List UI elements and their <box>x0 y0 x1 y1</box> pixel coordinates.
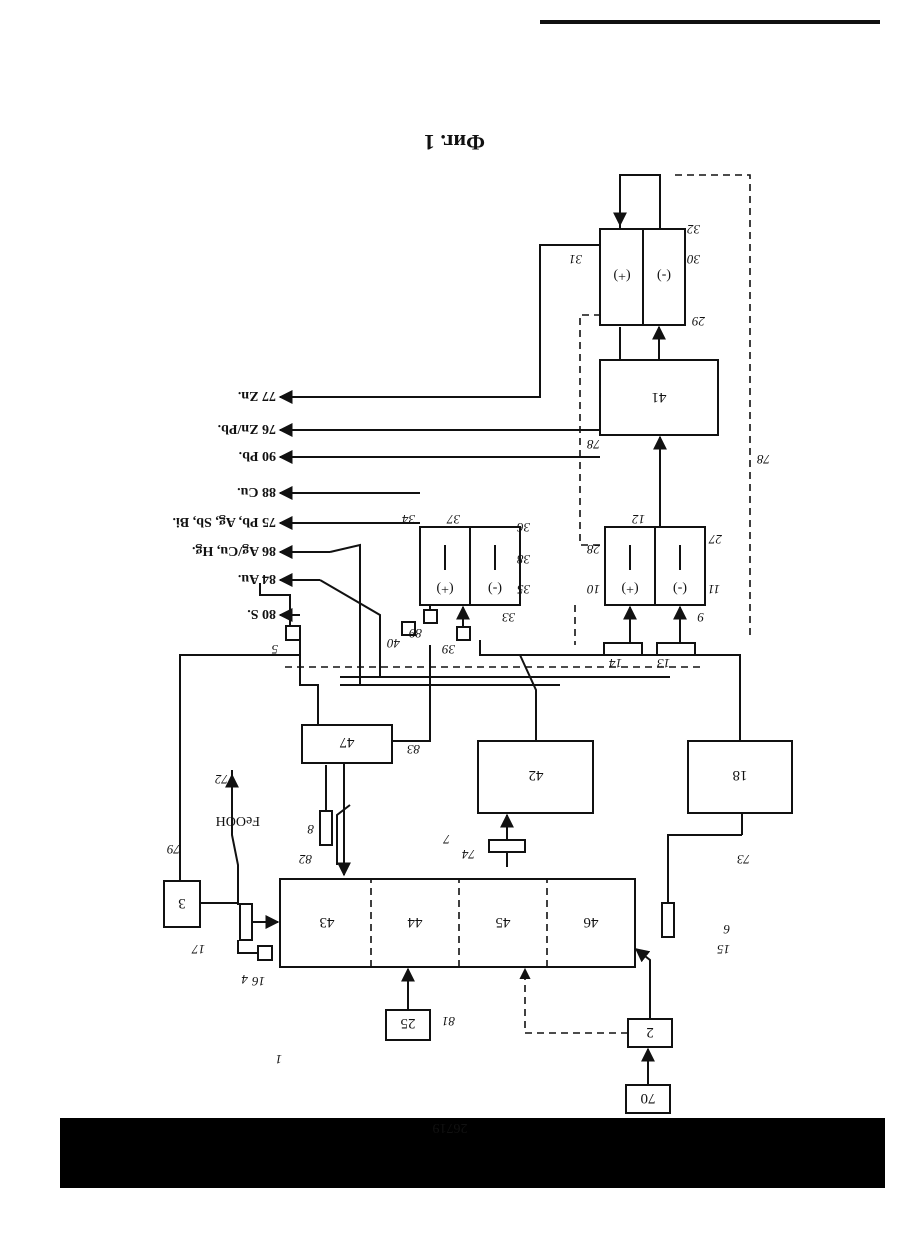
ref-30: 30 <box>687 252 702 267</box>
ref-89: 89 <box>409 626 423 641</box>
ref-31: 31 <box>569 252 583 267</box>
top-anode-sign: (+) <box>613 268 631 283</box>
ref-36: 36 <box>517 520 532 535</box>
block-18-label: 18 <box>733 767 748 783</box>
reactor-section-46: 46 <box>583 914 599 930</box>
block-6 <box>662 903 674 937</box>
ref-5: 5 <box>271 642 278 657</box>
ref-17: 17 <box>192 942 206 957</box>
ref-11: 11 <box>708 582 720 597</box>
output-86: 86 Ag/Cu, Hg. <box>192 543 276 558</box>
left-cathode-sign: (-) <box>673 581 687 596</box>
ref-38: 38 <box>517 552 532 567</box>
ref-78-a: 78 <box>757 452 771 467</box>
reactor-block: 46 45 44 43 <box>280 879 635 967</box>
output-88: 88 Cu. <box>237 484 276 499</box>
ref-8: 8 <box>307 822 314 837</box>
mid-cathode-sign: (-) <box>488 581 502 596</box>
ref-13: 13 <box>657 656 671 671</box>
ref-83: 83 <box>407 742 421 757</box>
output-80: 80 S. <box>247 606 276 621</box>
output-75: 75 Pb, Ag, Sb, Bi. <box>173 514 276 529</box>
block-7 <box>489 840 525 852</box>
output-76: 76 Zn/Pb. <box>218 421 276 436</box>
ref-32: 32 <box>687 222 702 237</box>
output-77: 77 Zn. <box>238 388 276 403</box>
ref-33: 33 <box>502 610 517 625</box>
ref-28: 28 <box>587 542 601 557</box>
block-25-label: 25 <box>401 1015 416 1031</box>
ref-29: 29 <box>692 314 706 329</box>
block-47-label: 47 <box>339 734 355 750</box>
ref-72: 72 <box>215 772 229 787</box>
feooh-label: FeOOH <box>216 813 260 828</box>
block-89 <box>424 610 437 623</box>
output-90: 90 Pb. <box>239 448 276 463</box>
block-14 <box>604 643 642 655</box>
reactor-section-43: 43 <box>320 914 335 930</box>
electrolyzer-top: (+) (-) <box>600 229 685 325</box>
ref-39: 39 <box>442 642 457 657</box>
ref-79: 79 <box>167 842 181 857</box>
ref-6: 6 <box>723 922 730 937</box>
block-70-label: 70 <box>641 1090 656 1106</box>
electrolyzer-left: (+) (-) <box>605 527 705 605</box>
ref-40: 40 <box>387 636 401 651</box>
ref-1: 1 <box>276 1052 283 1067</box>
ref-73: 73 <box>737 852 751 867</box>
block-5 <box>286 626 300 640</box>
ref-74: 74 <box>462 847 476 862</box>
ref-4: 4 <box>241 972 248 987</box>
ref-35: 35 <box>517 582 532 597</box>
ref-14: 14 <box>609 656 623 671</box>
ref-27: 27 <box>709 532 723 547</box>
figure-caption: Фиг. 1 <box>424 130 485 155</box>
page-number: 26719 <box>433 1120 468 1135</box>
ref-81: 81 <box>442 1014 455 1029</box>
reactor-section-44: 44 <box>407 914 423 930</box>
ref-16: 16 <box>252 974 266 989</box>
scan-dark-band <box>60 1118 885 1188</box>
ref-82: 82 <box>299 852 313 867</box>
top-cathode-sign: (-) <box>657 268 671 283</box>
ref-37: 37 <box>447 512 462 527</box>
block-4 <box>258 946 272 960</box>
block-3-label: 3 <box>178 895 186 911</box>
block-8 <box>320 811 332 845</box>
left-anode-sign: (+) <box>621 581 639 596</box>
block-39 <box>457 627 470 640</box>
ref-7: 7 <box>443 832 450 847</box>
ref-12: 12 <box>632 512 646 527</box>
block-42-label: 42 <box>529 767 544 783</box>
ref-34: 34 <box>402 512 417 527</box>
output-84: 84 Au. <box>238 571 276 586</box>
ref-78-b: 78 <box>587 437 601 452</box>
ref-15: 15 <box>717 942 731 957</box>
block-2-label: 2 <box>646 1024 654 1040</box>
reactor-section-45: 45 <box>496 914 511 930</box>
block-13 <box>657 643 695 655</box>
ref-9: 9 <box>697 610 704 625</box>
ref-10: 10 <box>587 582 601 597</box>
electrolyzer-mid: (+) (-) <box>420 527 520 605</box>
mid-anode-sign: (+) <box>436 581 454 596</box>
block-17 <box>240 904 252 940</box>
block-41-label: 41 <box>652 389 667 405</box>
